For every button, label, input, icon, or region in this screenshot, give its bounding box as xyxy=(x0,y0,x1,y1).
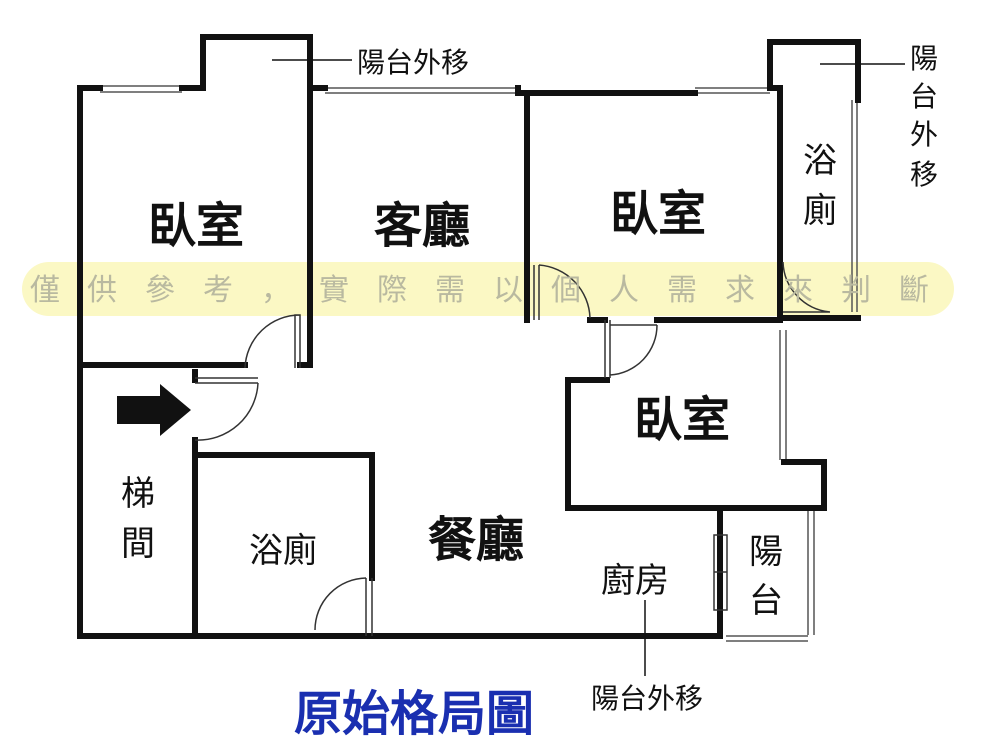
watermark: 僅 供 參 考 ， 實 際 需 以 個 人 需 求 來 判 斷 xyxy=(30,273,929,308)
watermark-char: 個 xyxy=(551,273,581,308)
room-label-kitchen: 廚房 xyxy=(601,561,669,601)
room-label-bathroom-sw: 浴廁 xyxy=(249,531,317,571)
room-label-bathroom-ne: 廁 xyxy=(803,191,837,231)
room-label-balcony-se: 台 xyxy=(749,581,783,621)
watermark-char: 際 xyxy=(377,273,407,308)
watermark-char: 考 xyxy=(203,273,233,308)
annotation-balcony-moved-bottom: 陽台外移 xyxy=(591,682,703,715)
room-label-dining-room: 餐廳 xyxy=(428,512,524,568)
watermark-char: ， xyxy=(261,273,291,308)
plan-title: 原始格局圖 xyxy=(294,686,534,742)
annotation-balcony-moved-right: 台 xyxy=(910,80,938,113)
room-label-stairwell: 間 xyxy=(121,524,155,564)
room-label-balcony-se: 陽 xyxy=(749,532,783,572)
watermark-char: 求 xyxy=(725,273,755,308)
watermark-char: 判 xyxy=(841,273,871,308)
room-label-bathroom-ne: 浴 xyxy=(803,141,837,181)
doors xyxy=(194,261,831,636)
room-label-bedroom-nw: 臥室 xyxy=(148,198,244,254)
watermark-char: 需 xyxy=(667,273,697,308)
watermark-char: 來 xyxy=(783,273,813,308)
annotations: 陽台外移 陽 台 外 移 陽台外移 xyxy=(357,42,938,715)
annotation-balcony-moved-right: 移 xyxy=(910,158,938,191)
watermark-char: 人 xyxy=(609,273,639,308)
room-labels: 臥室 客廳 臥室 浴 廁 臥室 梯 間 浴廁 餐廳 廚房 陽 台 xyxy=(121,141,837,621)
watermark-char: 參 xyxy=(145,273,175,308)
annotation-balcony-moved-right: 陽 xyxy=(910,42,938,75)
watermark-char: 需 xyxy=(435,273,465,308)
room-label-living-room: 客廳 xyxy=(374,198,470,254)
watermark-char: 實 xyxy=(319,273,349,308)
windows xyxy=(100,85,858,642)
annotation-balcony-moved-top: 陽台外移 xyxy=(357,46,469,79)
watermark-char: 以 xyxy=(493,273,523,308)
entrance-arrow-icon xyxy=(117,384,191,436)
watermark-char: 斷 xyxy=(899,273,929,308)
room-label-stairwell: 梯 xyxy=(121,474,155,514)
room-label-bedroom-e: 臥室 xyxy=(634,392,730,448)
watermark-band xyxy=(22,262,954,316)
watermark-char: 僅 xyxy=(30,273,60,308)
annotation-leaders xyxy=(272,59,905,676)
walls xyxy=(77,34,861,639)
watermark-char: 供 xyxy=(87,273,117,308)
annotation-balcony-moved-right: 外 xyxy=(910,118,938,151)
room-label-bedroom-ne: 臥室 xyxy=(610,186,706,242)
